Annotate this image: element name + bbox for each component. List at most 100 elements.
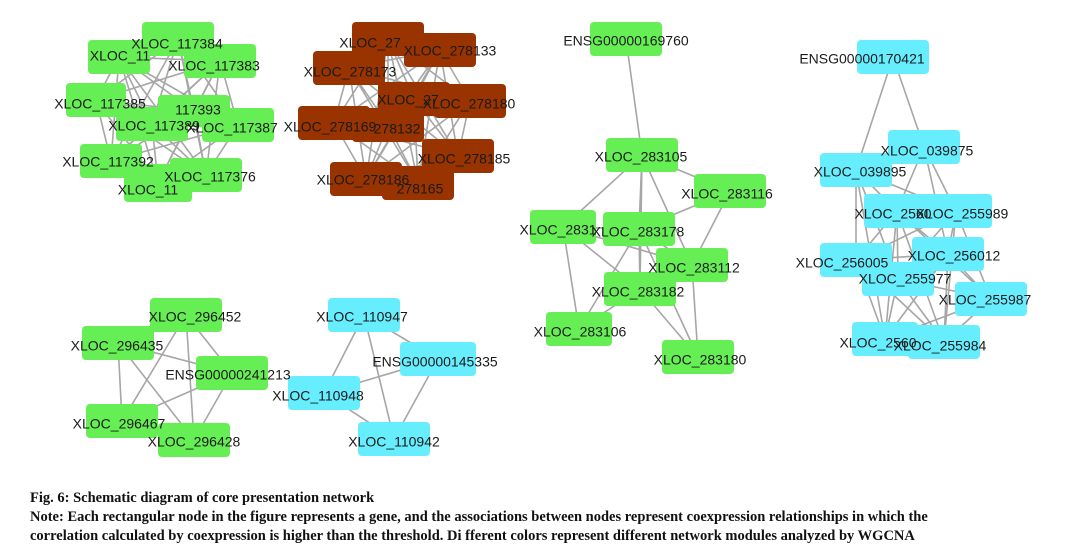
- node-box-b_e: [434, 84, 506, 118]
- node-box-c4_b: [888, 130, 960, 164]
- node-box-g5_b: [82, 326, 154, 360]
- node-box-c6_b: [400, 342, 476, 376]
- node-label-b_g: 278132: [374, 121, 421, 137]
- node-label-g5_a: XLOC_296452: [149, 309, 242, 325]
- node-box-g1_f: [116, 107, 188, 141]
- edge-g5_a-g5_e: [185, 314, 195, 441]
- node-label-g5_b: XLOC_296435: [71, 338, 164, 354]
- node-label-g1_a: XLOC_117384: [131, 36, 223, 52]
- node-label-g5_d: XLOC_296467: [73, 416, 166, 432]
- node-label-c4_a: ENSG00000170421: [799, 51, 925, 67]
- node-label-c4_c: XLOC_039895: [814, 164, 907, 180]
- node-label-g3_h: XLOC_283106: [534, 324, 627, 340]
- node-box-c4_d: [864, 194, 930, 228]
- node-label-g3_a: ENSG00000169760: [563, 33, 689, 49]
- node-label-g3_f: XLOC_283112: [648, 260, 740, 276]
- node-label-g1_f: XLOC_117389: [108, 118, 200, 134]
- node-label-g1_e: 117393: [175, 102, 221, 118]
- node-label-g3_d: XLOC_2831: [519, 222, 596, 238]
- coexpression-network: XLOC_117384XLOC_11XLOC_117383XLOC_117385…: [54, 22, 1032, 457]
- node-label-b_i: XLOC_278186: [317, 172, 410, 188]
- node-box-g3_c: [694, 174, 766, 208]
- node-label-c6_b: ENSG00000145335: [372, 354, 498, 370]
- node-label-b_a: XLOC_27: [339, 35, 401, 51]
- node-label-g1_g: XLOC_117387: [186, 120, 278, 136]
- node-box-g3_b: [606, 138, 678, 172]
- caption-note-line-2: correlation calculated by coexpression i…: [30, 528, 915, 544]
- node-label-b_j: 278165: [397, 181, 444, 197]
- node-label-c6_a: XLOC_110947: [316, 309, 408, 325]
- node-label-b_b: XLOC_278133: [404, 43, 497, 59]
- node-label-g5_e: XLOC_296428: [148, 434, 241, 450]
- node-box-c4_c: [820, 153, 892, 187]
- node-label-c4_g: XLOC_256005: [796, 255, 889, 271]
- node-box-b_h: [422, 139, 494, 173]
- node-label-g3_b: XLOC_283105: [595, 149, 688, 165]
- node-label-c4_d: XLOC_2560: [854, 206, 931, 222]
- node-box-b_c: [313, 51, 385, 85]
- node-box-g3_g: [604, 272, 676, 306]
- node-box-g1_b: [88, 40, 150, 74]
- node-label-g3_e: XLOC_283178: [592, 224, 685, 240]
- node-box-g5_d: [86, 404, 158, 438]
- node-box-g3_d: [530, 210, 596, 244]
- node-box-g3_h: [546, 312, 612, 346]
- edge-b_b-b_j: [417, 49, 441, 184]
- caption-title: Fig. 6: Schematic diagram of core presen…: [30, 490, 375, 506]
- node-label-c4_k: XLOC_255984: [894, 338, 987, 354]
- node-box-b_b: [404, 33, 476, 67]
- edge-g3_b-g3_f: [641, 154, 693, 266]
- node-label-b_h: XLOC_278185: [418, 151, 511, 167]
- node-box-c4_a: [857, 40, 929, 74]
- node-box-c6_a: [328, 298, 400, 332]
- edge-c4_e-c4_k: [943, 210, 957, 343]
- node-label-b_c: XLOC_278173: [304, 64, 397, 80]
- node-label-g3_c: XLOC_283116: [681, 186, 773, 202]
- node-label-g1_i: XLOC_117376: [164, 169, 256, 185]
- node-label-c4_j: XLOC_2560: [839, 335, 916, 351]
- node-box-b_d: [378, 82, 450, 116]
- node-label-b_f: XLOC_278169: [284, 119, 377, 135]
- node-box-c4_e: [920, 194, 992, 228]
- node-label-g1_d: XLOC_117385: [54, 96, 146, 112]
- node-box-c4_j: [852, 322, 918, 356]
- node-box-g5_e: [158, 423, 230, 457]
- node-label-g1_j: XLOC_11: [118, 182, 179, 198]
- node-label-g1_h: XLOC_117392: [62, 154, 154, 170]
- node-box-g1_j: [124, 164, 192, 202]
- node-label-b_d: XLOC_27: [377, 92, 439, 108]
- node-box-b_j: [382, 166, 454, 200]
- network-nodes: XLOC_117384XLOC_11XLOC_117383XLOC_117385…: [54, 22, 1032, 457]
- node-label-b_e: XLOC_278180: [423, 96, 516, 112]
- edge-c4_a-c4_c: [855, 56, 894, 171]
- node-box-g5_a: [150, 298, 222, 332]
- node-box-g5_c: [196, 356, 268, 390]
- node-box-g3_e: [603, 212, 675, 246]
- node-label-c4_e: XLOC_255989: [916, 206, 1009, 222]
- node-box-g1_d: [66, 83, 126, 117]
- node-label-g3_g: XLOC_283182: [592, 284, 685, 300]
- node-box-c4_h: [862, 262, 934, 296]
- node-box-c6_d: [358, 422, 430, 456]
- node-box-g3_a: [590, 22, 662, 56]
- node-box-c6_c: [288, 376, 360, 410]
- edge-g3_a-g3_b: [625, 38, 643, 156]
- node-label-c4_f: XLOC_256012: [908, 248, 1001, 264]
- node-box-g1_g: [202, 108, 274, 142]
- node-label-g1_b: XLOC_11: [90, 48, 151, 64]
- node-box-c4_i: [955, 282, 1027, 316]
- node-label-c6_c: XLOC_110948: [272, 388, 364, 404]
- figure-caption: Fig. 6: Schematic diagram of core presen…: [30, 489, 1070, 546]
- node-label-g5_c: ENSG00000241213: [165, 367, 291, 383]
- node-box-b_g: [352, 108, 424, 142]
- node-box-g3_i: [662, 340, 734, 374]
- node-label-g3_i: XLOC_283180: [654, 352, 747, 368]
- node-label-c4_h: XLOC_255977: [859, 271, 952, 287]
- node-box-c4_k: [908, 325, 980, 359]
- node-label-c6_d: XLOC_110942: [348, 434, 440, 450]
- caption-note-line-1: Note: Each rectangular node in the figur…: [30, 509, 928, 525]
- node-label-c4_b: XLOC_039875: [881, 143, 974, 159]
- node-label-g1_c: XLOC_117383: [168, 58, 260, 74]
- node-box-g1_c: [184, 44, 256, 78]
- node-label-c4_i: XLOC_255987: [939, 292, 1032, 308]
